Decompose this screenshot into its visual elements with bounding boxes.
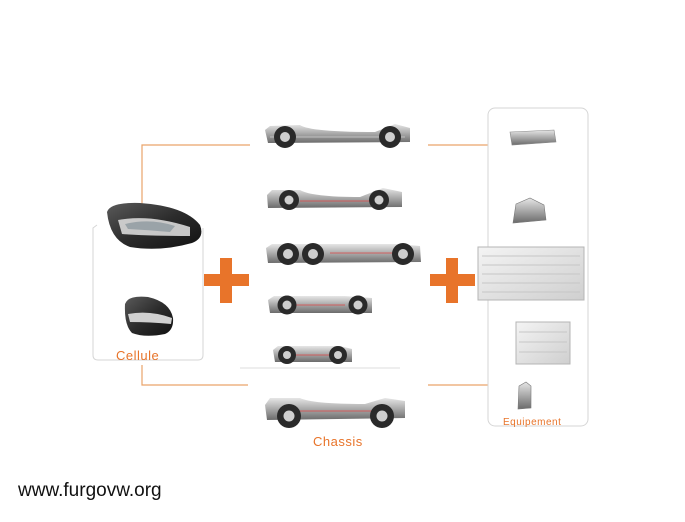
plus-icon xyxy=(204,258,249,303)
chassis-medium-icon xyxy=(267,188,402,210)
equipement-large-panel-icon xyxy=(477,246,585,301)
chassis-compact-icon xyxy=(240,346,400,369)
cellule-pod-large-icon xyxy=(107,202,202,249)
cellule-pod-small-icon xyxy=(124,296,174,336)
watermark-text: www.furgovw.org xyxy=(18,480,162,501)
chassis-short-icon xyxy=(268,295,372,315)
connector-top-left xyxy=(141,144,250,210)
chassis-label: Chassis xyxy=(313,434,363,449)
equipement-rear-module-icon xyxy=(517,381,532,410)
equipement-side-panel-icon xyxy=(515,321,571,365)
cellule-label: Cellule xyxy=(116,348,160,363)
equipement-front-module-icon xyxy=(512,197,547,224)
connector-lines xyxy=(141,144,488,386)
cellule-frame xyxy=(92,224,204,361)
equipement-roof-box-icon xyxy=(509,129,557,146)
equipement-label: Equipement xyxy=(503,417,562,428)
plus-icon xyxy=(430,258,475,303)
chassis-heavy-icon xyxy=(265,398,405,428)
chassis-three-axle-icon xyxy=(266,243,421,265)
connector-bottom-left xyxy=(141,365,248,386)
chassis-long-icon xyxy=(265,124,410,148)
